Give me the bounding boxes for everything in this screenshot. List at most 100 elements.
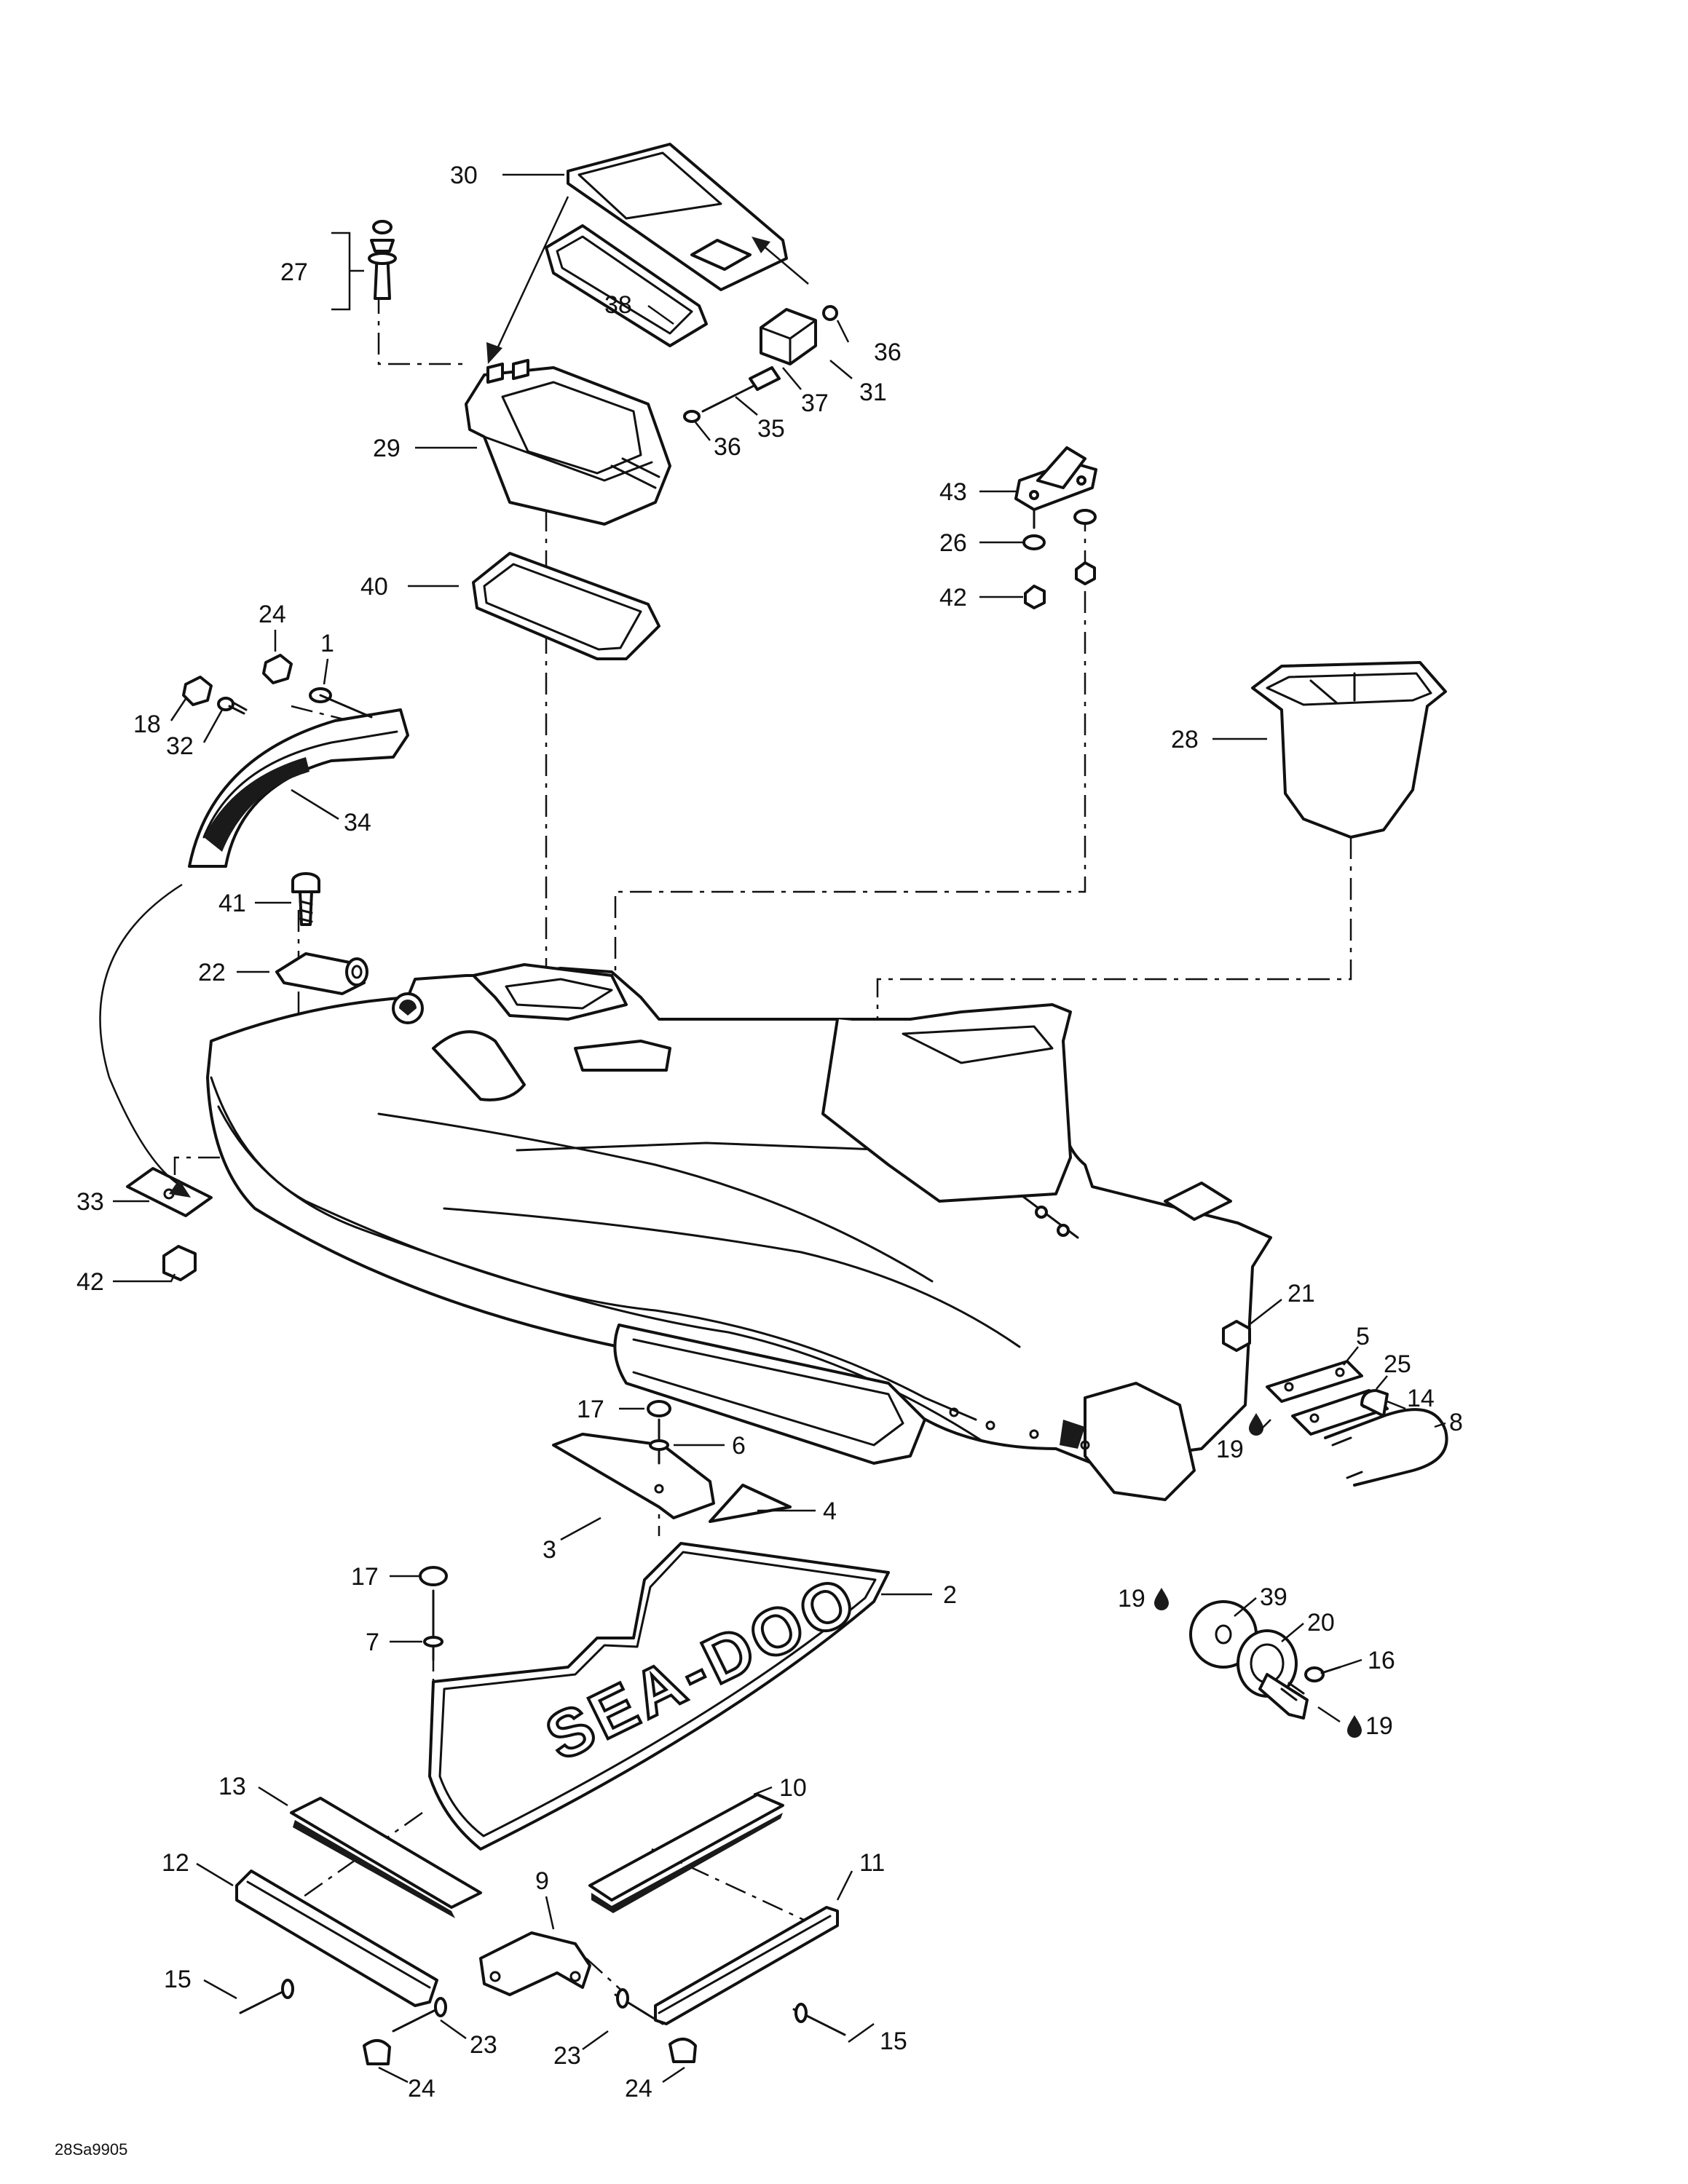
- nut-42-bottom-left: [162, 1245, 197, 1281]
- callout-24-right: 24: [625, 2075, 652, 2102]
- connector-9: [479, 1931, 591, 1996]
- trim-11: [654, 1906, 839, 2025]
- u-bolt-8: [1324, 1408, 1448, 1487]
- washer-26-right: [1073, 509, 1097, 525]
- callout-20: 20: [1307, 1609, 1335, 1637]
- plate-33: [126, 1167, 213, 1217]
- callout-30: 30: [450, 162, 478, 189]
- gasket-38: [545, 224, 708, 347]
- callout-15-left: 15: [164, 1966, 192, 1993]
- rivet-23-left: [392, 1997, 447, 2033]
- callout-24-left: 24: [408, 2075, 435, 2102]
- sealant-drop-icon-19-upper: [1249, 1413, 1263, 1436]
- screw-1: [309, 687, 373, 719]
- callout-33: 33: [76, 1188, 104, 1216]
- callout-38: 38: [604, 291, 632, 319]
- callout-37: 37: [801, 389, 829, 417]
- callout-34: 34: [344, 809, 371, 836]
- plate-5: [1266, 1360, 1363, 1403]
- callout-35: 35: [757, 415, 785, 443]
- storage-cup-28: [1251, 661, 1447, 839]
- storage-bin-29: [465, 359, 671, 526]
- hinge-43: [1014, 446, 1097, 529]
- trim-10: [588, 1793, 784, 1913]
- callout-27: 27: [280, 258, 308, 286]
- trim-12: [235, 1870, 438, 2007]
- bracket-22: [275, 952, 368, 995]
- callout-9: 9: [535, 1867, 549, 1895]
- trim-13: [290, 1797, 482, 1918]
- callout-23-left: 23: [470, 2031, 497, 2059]
- callout-28: 28: [1171, 726, 1199, 753]
- mat-4: [709, 1484, 792, 1523]
- direction-arrows: [99, 196, 809, 1198]
- screw-32: [217, 697, 248, 715]
- callout-4: 4: [823, 1497, 837, 1525]
- callout-1: 1: [320, 630, 334, 657]
- rivet-23-right: [614, 1988, 664, 2025]
- callout-numbers: 30 27 38 36 37 31 35 36 29 43 26 42 40 2…: [76, 162, 1463, 2102]
- cap-24-left: [363, 2039, 391, 2065]
- callout-8: 8: [1449, 1409, 1463, 1436]
- callout-14: 14: [1407, 1385, 1435, 1412]
- callout-2: 2: [943, 1581, 957, 1609]
- callout-19-drain-left: 19: [1118, 1585, 1145, 1613]
- drawing-code: 28Sa9905: [55, 2140, 127, 2159]
- callout-23-right: 23: [553, 2042, 581, 2070]
- nut-18: [182, 676, 213, 706]
- callout-6: 6: [732, 1432, 746, 1460]
- callout-17-top: 17: [577, 1396, 604, 1423]
- callout-25: 25: [1384, 1350, 1411, 1378]
- callout-22: 22: [198, 959, 226, 986]
- callout-21: 21: [1287, 1280, 1315, 1307]
- callout-36-lower: 36: [714, 433, 741, 461]
- nut-24-top: [262, 654, 293, 684]
- cap-17-top: [647, 1400, 671, 1417]
- callout-7: 7: [366, 1629, 379, 1656]
- callout-42-hinge: 42: [939, 584, 967, 612]
- storage-cover-30: [567, 143, 788, 291]
- callout-43: 43: [939, 478, 967, 506]
- rivet-15-right: [792, 2003, 846, 2036]
- callout-15-right: 15: [880, 2027, 907, 2055]
- callout-19-tow: 19: [1216, 1436, 1244, 1463]
- callout-3: 3: [543, 1536, 556, 1564]
- sealant-drop-icon-19-lower: [1347, 1715, 1362, 1738]
- callout-19-drain-right: 19: [1365, 1712, 1393, 1740]
- callout-12: 12: [162, 1849, 189, 1877]
- callout-24-top: 24: [259, 601, 286, 628]
- tow-eye-14: [1360, 1389, 1389, 1417]
- callout-42-plate: 42: [76, 1268, 104, 1296]
- callout-32: 32: [166, 732, 194, 760]
- drain-plug-20: [1237, 1629, 1309, 1720]
- gasket-40: [472, 552, 660, 660]
- latch-31: [760, 305, 838, 365]
- leader-lines: [113, 173, 1446, 2084]
- watercraft-hull: [206, 963, 1272, 1501]
- callout-29: 29: [373, 435, 401, 462]
- cap-17-middle: [419, 1566, 448, 1586]
- callout-13: 13: [218, 1773, 246, 1800]
- washer-26-left: [1022, 534, 1046, 550]
- callout-41: 41: [218, 890, 246, 917]
- mat-3: [552, 1433, 715, 1519]
- nut-21: [1222, 1320, 1251, 1352]
- rivet-27: [368, 220, 397, 300]
- rivet-15-left: [239, 1979, 294, 2014]
- callout-16: 16: [1368, 1647, 1395, 1674]
- screw-16: [1304, 1666, 1341, 1682]
- callout-18: 18: [133, 711, 161, 738]
- nut-42-right: [1075, 561, 1096, 585]
- grab-handle-34: [188, 708, 409, 868]
- screw-41: [291, 872, 320, 926]
- callout-36: 36: [874, 339, 902, 366]
- mat-2: SEA-DOO: [428, 1542, 890, 1851]
- nut-42-left: [1024, 585, 1046, 609]
- latch-pin-35: [683, 366, 781, 423]
- callout-39: 39: [1260, 1583, 1287, 1611]
- sealant-drop-icon-19-middle: [1154, 1588, 1169, 1610]
- callout-31: 31: [859, 379, 887, 406]
- rivet-6: [649, 1418, 669, 1465]
- callout-10: 10: [779, 1774, 807, 1802]
